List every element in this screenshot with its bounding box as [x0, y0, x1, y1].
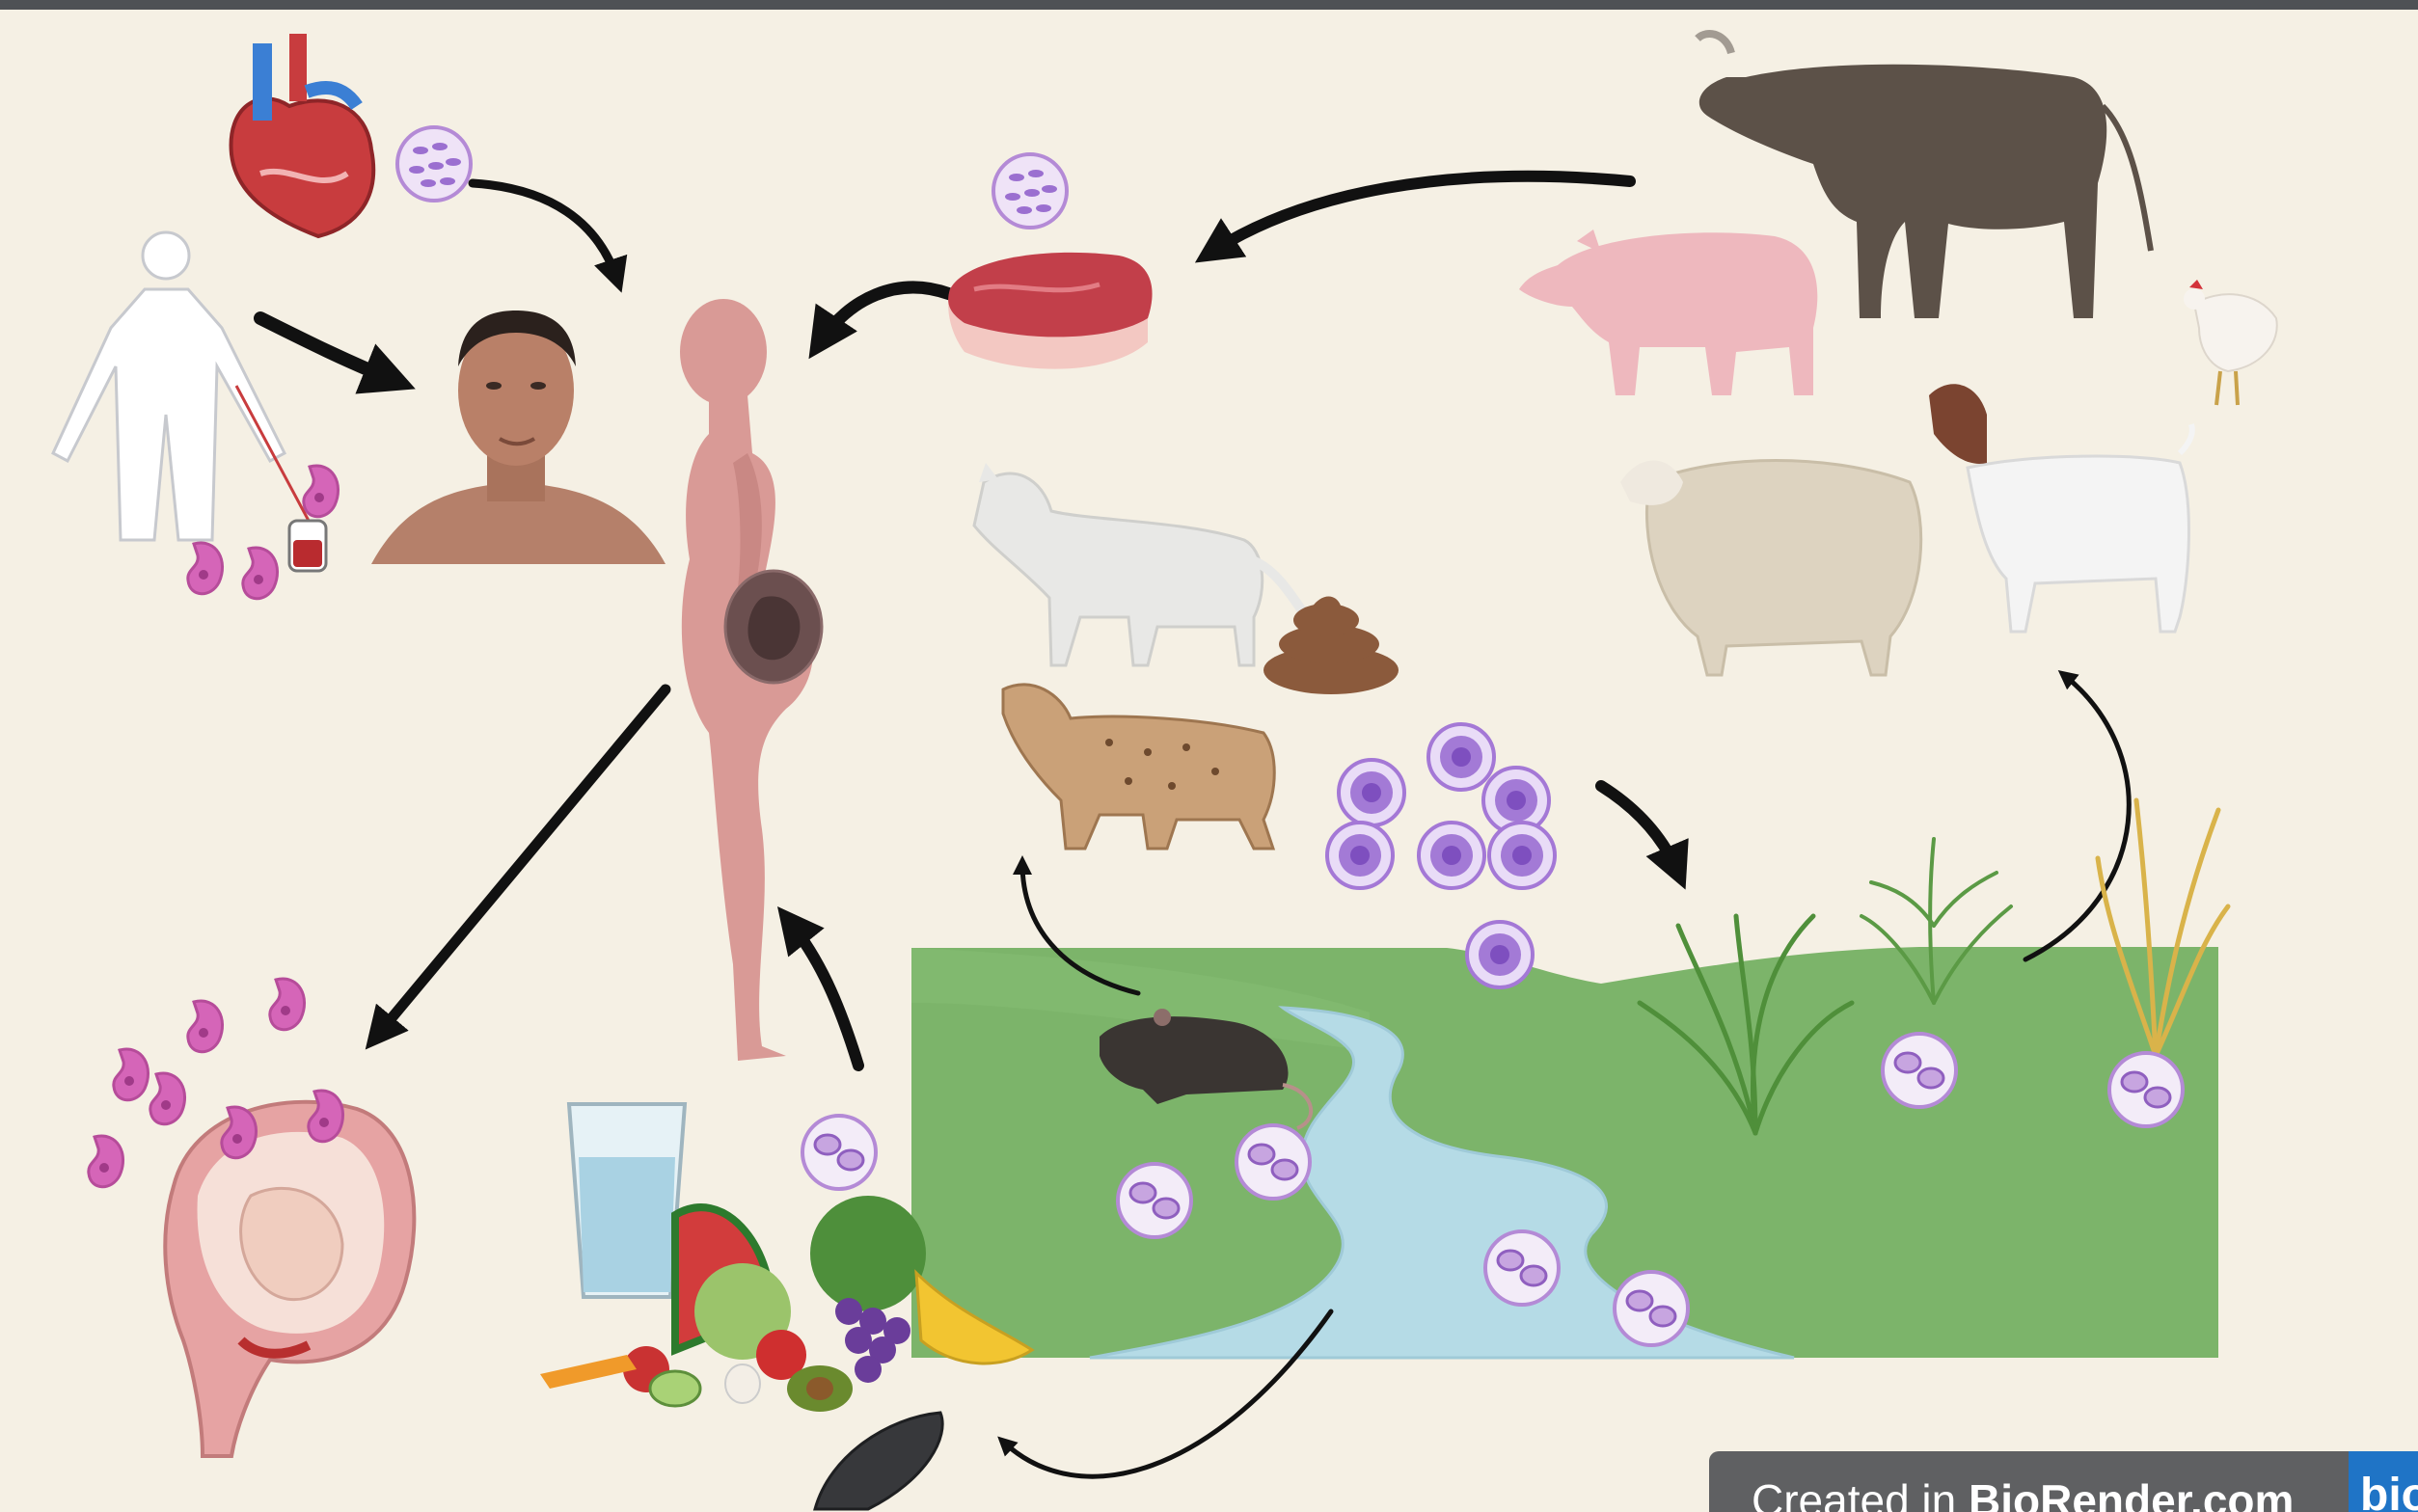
oocyst-icon	[2109, 1053, 2183, 1126]
cat-icon	[974, 463, 1321, 665]
arrow-woman-to-fetus	[376, 689, 666, 1037]
tachyzoite-icon	[222, 1107, 257, 1158]
tachyzoite-icon	[150, 1073, 185, 1124]
raw-meat-icon	[948, 253, 1152, 369]
oocyst-icon	[1467, 922, 1533, 987]
mussel-icon	[815, 1413, 942, 1509]
water-glass-icon	[569, 1104, 685, 1297]
watermark-text: Created in BioRender.com	[1752, 1474, 2294, 1512]
arrow-meat-to-woman	[820, 287, 950, 342]
heart-icon	[231, 34, 374, 236]
transfusion-donor-icon	[53, 232, 285, 540]
tachyzoite-icon	[270, 979, 305, 1030]
watermark-prefix: Created in	[1752, 1475, 1969, 1512]
tachyzoite-icon	[309, 1091, 343, 1142]
sheep-icon	[1620, 461, 1921, 676]
oocyst-icon	[1428, 724, 1494, 790]
watermark-brand: BioRender.com	[1969, 1475, 2294, 1512]
bobcat-icon	[1003, 685, 1274, 849]
tachyzoite-icon	[188, 543, 223, 594]
top-border	[0, 0, 2418, 10]
womb-with-fetus	[725, 571, 822, 683]
tissue-cyst-icon	[993, 154, 1067, 228]
arrow-livestock-to-meat	[1210, 176, 1630, 253]
arrow-food-to-woman	[789, 921, 858, 1066]
oocyst-icon	[1485, 1231, 1559, 1305]
man-head-icon	[371, 310, 666, 564]
oocyst-icon	[1883, 1034, 1956, 1107]
feces-icon	[1263, 596, 1399, 694]
tachyzoite-icon	[89, 1136, 123, 1187]
arrow-oocysts-to-field	[1601, 786, 1678, 873]
arrow-field-to-goat	[2025, 675, 2129, 959]
transfusion-tube	[236, 386, 309, 521]
oocyst-icon	[1327, 823, 1393, 888]
biorender-watermark: Created in BioRender.com bio	[1709, 1451, 2418, 1512]
oocyst-icon	[1489, 823, 1555, 888]
pig-icon	[1519, 230, 1817, 395]
fetus-in-uterus-icon	[165, 1102, 414, 1456]
oocyst-icon	[1419, 823, 1484, 888]
tissue-cyst-icon	[397, 127, 471, 201]
tachyzoite-icon	[304, 466, 339, 517]
oocyst-icon	[802, 1116, 876, 1189]
arrow-transfusion-to-man	[260, 318, 395, 381]
arrow-organ-to-man	[473, 183, 617, 280]
biorender-logo-icon: bio	[2349, 1451, 2418, 1512]
goat-icon	[1929, 384, 2192, 632]
tachyzoite-icon	[188, 1001, 223, 1052]
blood-bag-icon	[289, 521, 326, 571]
tachyzoite-icon	[114, 1049, 149, 1100]
oocyst-icon	[1615, 1272, 1688, 1345]
oocyst-icon	[1118, 1164, 1191, 1237]
pregnant-woman-icon	[680, 299, 813, 1061]
tachyzoite-icon	[243, 548, 278, 599]
chicken-icon	[2184, 280, 2277, 405]
oocyst-icon	[1236, 1125, 1310, 1199]
oocyst-icon	[1339, 760, 1404, 825]
